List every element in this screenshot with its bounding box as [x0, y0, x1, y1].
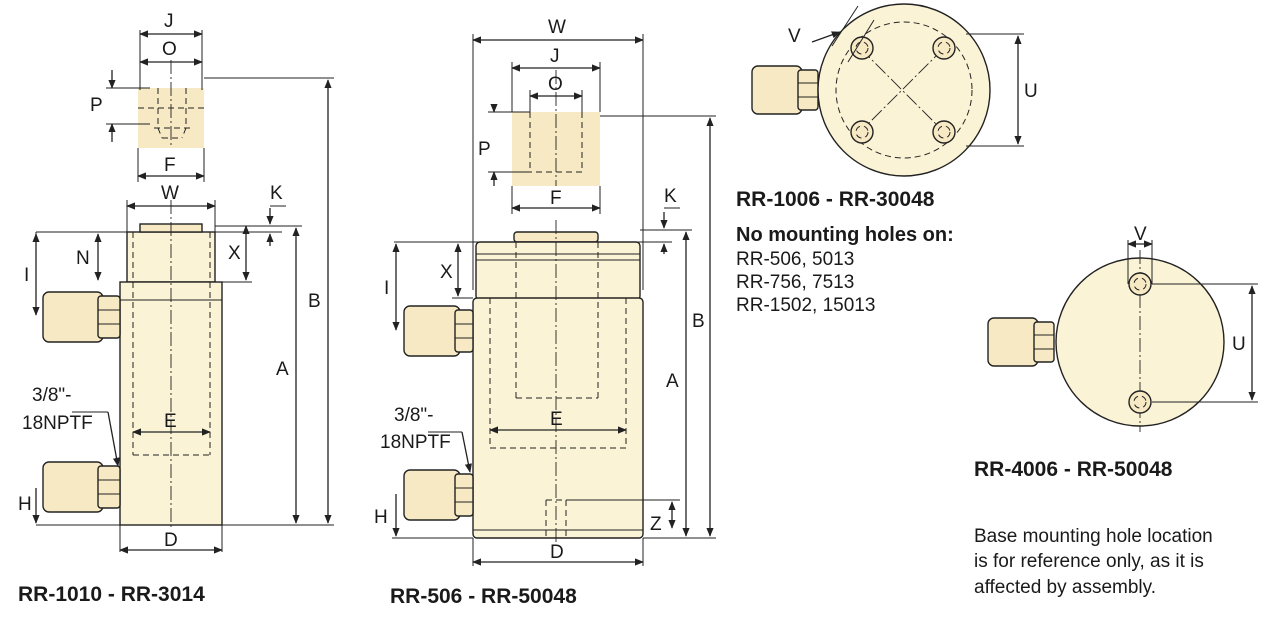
base-mounting-note: Base mounting hole location is for refer…	[974, 526, 1213, 598]
base-note-line-2: is for reference only, as it is	[974, 551, 1204, 572]
middle-port-note-line1: 3/8"-	[394, 405, 433, 426]
left-label-k: K	[270, 183, 283, 204]
left-label-p: P	[90, 95, 103, 116]
left-upper-port-coupler	[42, 291, 104, 343]
top-right-label-u: U	[1024, 81, 1038, 102]
middle-label-p: P	[478, 139, 491, 160]
left-drawing-title: RR-1010 - RR-3014	[18, 583, 205, 606]
no-mount-model-3: RR-1502, 15013	[736, 295, 875, 316]
left-label-w: W	[161, 183, 179, 204]
bottom-right-label-u: U	[1232, 334, 1246, 355]
bottom-right-mount-hole-2	[1128, 390, 1152, 414]
left-lower-port-coupler	[42, 461, 104, 513]
top-right-mount-hole-2	[932, 36, 956, 60]
middle-label-o: O	[548, 74, 563, 95]
top-right-drawing-title: RR-1006 - RR-30048	[736, 188, 935, 211]
middle-label-b: B	[692, 311, 705, 332]
top-right-port-coupler	[751, 65, 803, 115]
middle-drawing-title: RR-506 - RR-50048	[390, 585, 577, 608]
middle-label-f: F	[550, 188, 562, 209]
left-label-o: O	[162, 39, 177, 60]
base-note-line-3: affected by assembly.	[974, 577, 1156, 598]
middle-label-h: H	[374, 507, 388, 528]
middle-label-w: W	[548, 17, 566, 38]
left-label-f: F	[164, 155, 176, 176]
middle-label-i: I	[384, 278, 389, 299]
bottom-right-drawing-title: RR-4006 - RR-50048	[974, 458, 1173, 481]
bottom-right-label-v: V	[1134, 224, 1147, 245]
top-right-label-v: V	[788, 26, 801, 47]
middle-label-k: K	[664, 186, 677, 207]
base-note-line-1: Base mounting hole location	[974, 526, 1213, 547]
top-right-mount-hole-3	[850, 120, 874, 144]
no-mount-heading: No mounting holes on:	[736, 224, 954, 246]
left-label-j: J	[164, 11, 174, 32]
left-port-note-line2: 18NPTF	[22, 413, 93, 434]
left-label-b: B	[308, 291, 321, 312]
left-port-note-line1: 3/8"-	[32, 385, 71, 406]
top-right-base-view: V U RR-1006 - RR-30048	[736, 3, 1038, 211]
top-right-base-circle	[817, 3, 991, 177]
top-right-mount-hole-4	[932, 120, 956, 144]
middle-label-j: J	[550, 46, 560, 67]
middle-label-e: E	[550, 409, 563, 430]
middle-label-x: X	[440, 262, 453, 283]
middle-label-a: A	[666, 371, 679, 392]
bottom-right-port-coupler	[987, 317, 1039, 367]
left-label-a: A	[276, 359, 289, 380]
middle-cylinder-drawing: W J O P F K X I B A E 3/8"- 18NPTF H Z D…	[374, 17, 716, 608]
middle-label-z: Z	[650, 514, 662, 535]
left-label-i: I	[24, 265, 29, 286]
middle-port-note-line2: 18NPTF	[380, 432, 451, 453]
middle-upper-port-coupler	[403, 305, 461, 357]
middle-label-d: D	[550, 542, 564, 563]
left-label-n: N	[76, 248, 90, 269]
middle-upper-section	[475, 241, 641, 301]
top-right-mount-hole-1	[850, 36, 874, 60]
no-mount-model-1: RR-506, 5013	[736, 249, 854, 270]
left-label-e: E	[164, 411, 177, 432]
bottom-right-base-view: V U RR-4006 - RR-50048	[974, 224, 1258, 481]
middle-lower-port-coupler	[403, 469, 461, 521]
left-label-h: H	[18, 494, 32, 515]
left-cylinder-drawing: J O P F W K N X I B A E 3/8"- 18NPTF H D…	[18, 11, 334, 606]
bottom-right-mount-hole-1	[1128, 272, 1152, 296]
left-label-d: D	[164, 530, 178, 551]
left-label-x: X	[228, 243, 241, 264]
no-mounting-holes-note: No mounting holes on: RR-506, 5013 RR-75…	[736, 224, 954, 316]
no-mount-model-2: RR-756, 7513	[736, 272, 854, 293]
